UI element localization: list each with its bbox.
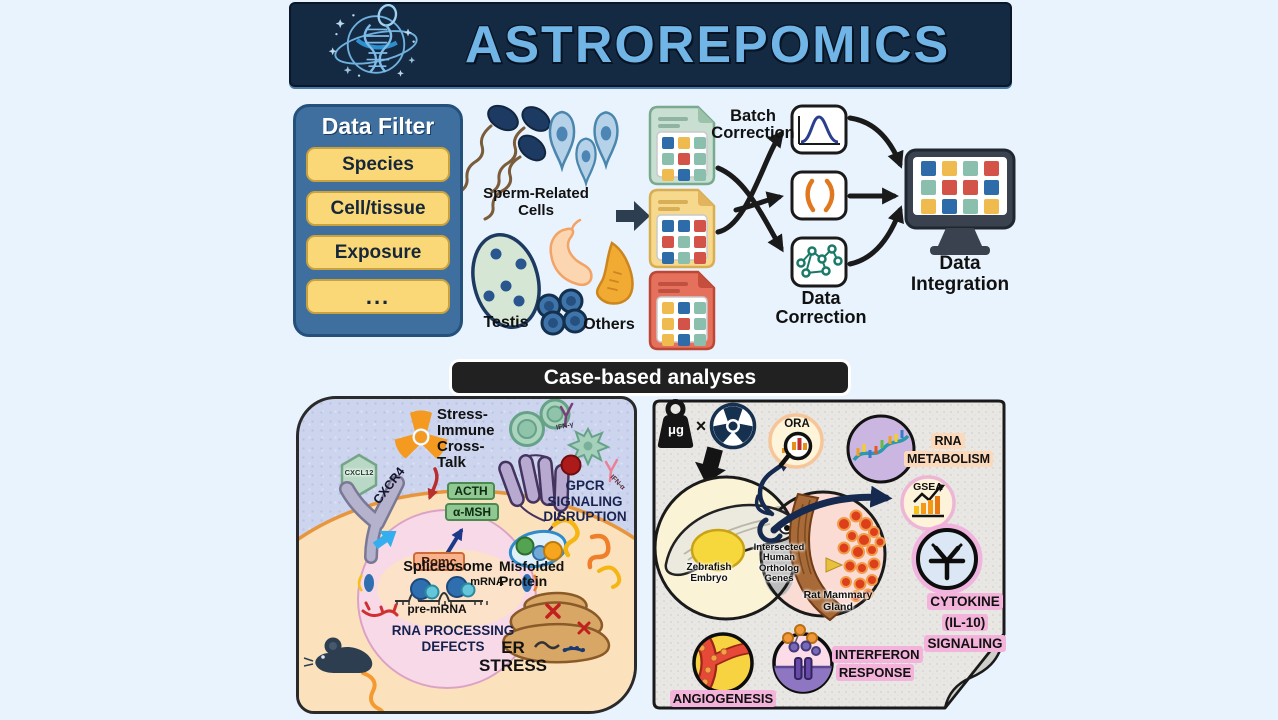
dataset-doc-yellow-icon — [648, 188, 716, 269]
network-box-icon — [790, 236, 848, 288]
er-icon — [502, 591, 611, 664]
g-protein-icon — [508, 529, 568, 569]
intersect-label: Intersected Human Ortholog Genes — [753, 542, 805, 585]
venn-diagram — [653, 475, 887, 622]
ifn-gamma-icon — [559, 402, 574, 428]
cytokine-text: CYTOKINE (IL-10) SIGNALING — [924, 593, 1006, 652]
angiogenesis-text: ANGIOGENESIS — [669, 690, 777, 707]
rna-metabolism-icon — [846, 414, 916, 484]
interferon-icon — [772, 624, 834, 694]
rat-mammary-gland-icon — [788, 492, 886, 622]
comparative-illustration — [652, 399, 1006, 710]
app-title: ASTROREPOMICS — [464, 15, 951, 74]
comparative-case-panel: μg × ORA GSEA RNA METABOLISM CYTOKINE (I… — [648, 396, 1010, 714]
ifn-alpha-icon — [604, 458, 619, 483]
radiation-exposure-icon — [709, 402, 757, 450]
cytokine-label: CYTOKINE (IL-10) SIGNALING — [922, 592, 1008, 655]
dose-weight-icon — [657, 399, 694, 448]
filter-species-button: Species — [306, 147, 450, 182]
cell-cluster-icon — [536, 288, 588, 336]
pipeline-illustration — [459, 104, 1016, 351]
spliceosome-icon — [357, 574, 539, 605]
distribution-box-icon — [790, 104, 848, 155]
testis-label: Testis — [483, 314, 529, 331]
stress-immune-label: Stress- Immune Cross- Talk — [437, 406, 495, 472]
monitor-icon — [904, 148, 1016, 255]
angiogenesis-icon — [692, 632, 754, 694]
cell-case-panel: Stress- Immune Cross- Talk CXCL12 CXCR4 … — [296, 396, 637, 714]
ora-label: ORA — [784, 418, 810, 430]
sperm-cells-label: Sperm-Related Cells — [483, 185, 589, 219]
zebrafish-label: Zebrafish Embryo — [686, 562, 732, 585]
interferon-text: INTERFERON RESPONSE — [832, 646, 923, 682]
acth-chip: ACTH — [447, 482, 495, 500]
filter-cell-tissue-button: Cell/tissue — [306, 191, 450, 226]
testis-icon — [471, 232, 541, 330]
rat-gland-label: Rat Mammary Gland — [803, 589, 873, 613]
stress-arrow — [427, 467, 439, 501]
gpcr-disruption-label: GPCR SIGNALING DISRUPTION — [543, 478, 627, 525]
filter-exposure-button: Exposure — [306, 235, 450, 270]
angiogenesis-label: ANGIOGENESIS — [662, 690, 784, 707]
others-label: Others — [583, 316, 635, 333]
cytokine-icon — [911, 523, 983, 595]
dna-orbit-logo — [328, 4, 418, 77]
data-filter-panel: Data Filter Species Cell/tissue Exposure… — [293, 104, 463, 337]
upregulation-arrow — [372, 530, 397, 550]
gland-icon — [595, 241, 634, 305]
spliceosome-label: Spliceosome — [403, 559, 493, 575]
pomc-chip: Pomc — [413, 552, 465, 571]
rna-metabolism-text: RNA METABOLISM — [904, 433, 994, 468]
ligand-icon — [560, 454, 582, 476]
a-msh-chip: α-MSH — [445, 503, 499, 521]
data-integration-label: Data Integration — [910, 253, 1010, 295]
integration-arrows — [847, 115, 904, 267]
pre-mrna-label: pre-mRNA — [407, 602, 467, 616]
mouse-icon — [303, 637, 385, 711]
stomach-icon — [549, 218, 593, 286]
er-stress-label: ER STRESS — [478, 638, 548, 675]
correction-arrows — [715, 129, 785, 253]
exposure-arrow — [695, 446, 726, 484]
rna-defects-label: RNA PROCESSING DEFECTS — [391, 623, 515, 655]
data-filter-title: Data Filter — [321, 113, 435, 139]
gsea-icon — [900, 475, 956, 531]
data-correction-label: Data Correction — [775, 288, 867, 327]
mrna-label: mRNA — [470, 576, 504, 588]
cxcl12-label: CXCL12 — [344, 468, 374, 477]
times-label: × — [695, 416, 707, 436]
interferon-label: INTERFERON RESPONSE — [832, 646, 923, 682]
misfolded-label: Misfolded Protein — [499, 558, 565, 590]
flow-arrow-icon — [616, 201, 650, 231]
filter-more-button: ... — [306, 279, 450, 314]
ora-icon — [768, 413, 824, 469]
gsea-label: GSEA — [913, 481, 943, 493]
dataset-doc-red-icon — [648, 270, 716, 351]
spermatid-icons — [548, 110, 619, 188]
gpcr-receptor — [498, 454, 582, 538]
case-analyses-header: Case-based analyses — [452, 362, 848, 393]
cxcr4-receptor — [339, 475, 405, 564]
broken-rna-icon — [361, 601, 399, 618]
mouse-tail — [361, 671, 385, 711]
normalization-box-icon — [790, 170, 848, 221]
batch-correction-label: Batch Correction — [711, 107, 795, 143]
radiation-icon — [394, 410, 448, 459]
misfolded-protein-icons — [551, 517, 622, 589]
dose-label: μg — [668, 422, 684, 437]
rna-metabolism-label: RNA METABOLISM — [904, 432, 994, 468]
header-banner: ASTROREPOMICS — [289, 2, 1012, 87]
cell-illustration — [299, 399, 634, 711]
dataset-doc-green-icon — [648, 105, 716, 186]
sperm-icons — [459, 104, 551, 221]
